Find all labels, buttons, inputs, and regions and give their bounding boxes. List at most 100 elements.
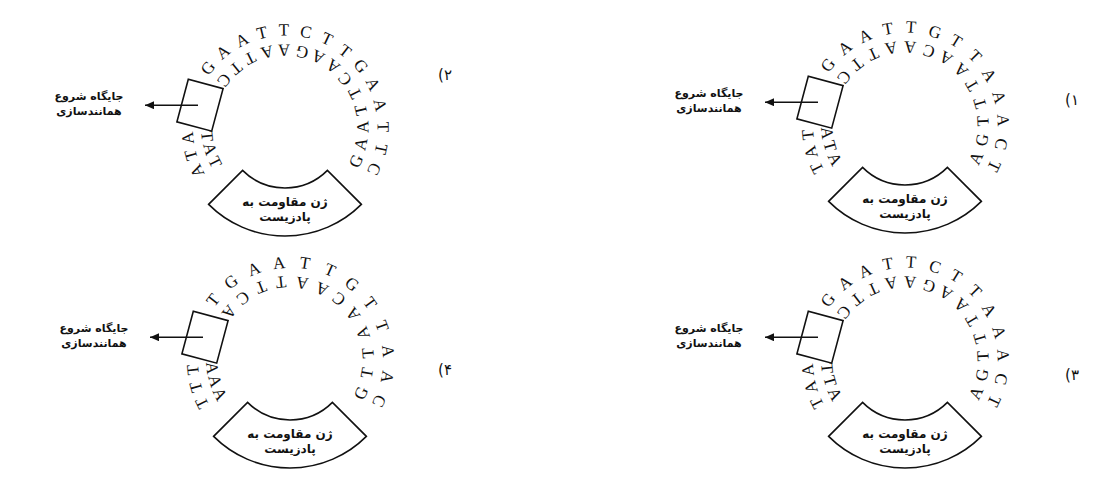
base-letter: G [350, 56, 371, 76]
gene-label: ژن مقاومت به پادزیست [238, 427, 342, 457]
base-letter: T [192, 395, 212, 412]
base-letter: T [974, 351, 991, 362]
base-letter: A [950, 60, 971, 81]
base-letter: A [362, 75, 383, 94]
base-letter: C [298, 23, 313, 42]
base-letter: T [906, 253, 917, 271]
gene-label: ژن مقاومت به پادزیست [853, 192, 957, 222]
base-letter: A [950, 295, 971, 316]
base-letter: A [203, 361, 221, 375]
base-letter: T [275, 273, 287, 291]
base-letter: C [335, 69, 355, 89]
base-letter: T [279, 21, 290, 38]
ori-arrow [765, 101, 818, 103]
base-letter: T [799, 129, 817, 141]
base-letter: G [920, 276, 937, 296]
base-letter: T [965, 282, 984, 301]
base-letter: A [801, 144, 821, 160]
ori-label: جایگاه شروع همانندسازی [44, 322, 144, 352]
base-letter: A [232, 30, 251, 51]
base-letter: A [818, 126, 836, 140]
base-letter: A [245, 259, 263, 279]
base-letter: A [989, 88, 1009, 105]
base-letter: G [221, 271, 241, 292]
ori-arrow [145, 104, 198, 106]
base-letter: A [272, 253, 286, 271]
base-letter: T [962, 311, 982, 329]
figure-number: ۲) [438, 68, 452, 83]
base-letter: T [253, 278, 269, 298]
resistance-gene-band: ژن مقاومت به پادزیست [180, 390, 400, 475]
base-letter: T [984, 158, 1004, 175]
base-letter: C [364, 161, 384, 178]
base-letter: T [322, 261, 338, 281]
base-letter: T [848, 54, 867, 74]
base-letter: T [345, 85, 365, 102]
ori-arrow [765, 336, 818, 338]
base-letter: T [818, 362, 836, 374]
base-letter: T [865, 279, 881, 299]
base-letter: C [329, 289, 349, 309]
base-letter: T [947, 31, 965, 51]
base-letter: A [884, 274, 899, 293]
base-letter: A [979, 65, 1000, 84]
base-letter: A [259, 42, 275, 61]
base-letter: T [242, 48, 259, 68]
base-letter: A [834, 272, 854, 293]
base-letter: T [807, 395, 827, 412]
base-letter: A [352, 137, 371, 153]
base-letter: T [318, 29, 335, 49]
ori-label: جایگاه شروع همانندسازی [39, 90, 139, 120]
base-letter: G [926, 22, 943, 42]
base-letter: A [994, 349, 1012, 362]
base-letter: A [965, 384, 986, 402]
base-letter: T [881, 254, 894, 273]
base-letter: A [825, 150, 846, 168]
base-letter: A [936, 48, 955, 69]
gene-label: ژن مقاومت به پادزیست [233, 195, 337, 225]
base-letter: A [825, 385, 846, 403]
base-letter: G [294, 42, 310, 61]
figure-number: ۳) [1065, 368, 1079, 383]
base-letter: G [972, 367, 991, 382]
base-letter: A [903, 38, 916, 56]
base-letter: G [817, 55, 838, 75]
base-letter: C [927, 257, 943, 277]
base-letter: A [343, 305, 364, 325]
base-letter: C [992, 137, 1011, 151]
base-letter: A [187, 162, 208, 180]
base-letter: T [374, 122, 391, 133]
base-letter: A [353, 324, 373, 341]
base-letter: A [323, 56, 343, 77]
base-letter: A [856, 260, 874, 281]
base-letter: T [848, 289, 867, 309]
base-letter: A [903, 273, 916, 291]
figure-number: ۱) [1065, 93, 1079, 108]
base-letter: A [856, 25, 874, 46]
base-letter: T [359, 347, 377, 359]
figure-number: ۴) [438, 363, 452, 378]
base-letter: T [205, 154, 225, 171]
base-letter: T [186, 380, 205, 395]
base-letter: T [184, 364, 202, 376]
base-letter: T [336, 41, 355, 61]
base-letter: G [342, 273, 362, 294]
resistance-gene-band: ژن مقاومت به پادزیست [175, 158, 395, 243]
base-letter: T [203, 290, 223, 309]
base-letter: T [865, 44, 881, 64]
base-letter: G [345, 152, 366, 170]
base-letter: A [371, 97, 390, 113]
base-letter: T [298, 254, 311, 272]
base-letter: A [294, 274, 309, 293]
base-letter: T [351, 103, 370, 117]
base-letter: A [979, 300, 1000, 319]
resistance-gene-band: ژن مقاومت به پادزیست [795, 155, 1015, 240]
base-letter: A [313, 278, 331, 299]
base-letter: T [906, 18, 917, 36]
base-letter: A [884, 39, 899, 58]
base-letter: T [360, 294, 380, 312]
base-letter: A [379, 344, 397, 358]
ori-label: جایگاه شروع همانندسازی [659, 322, 759, 352]
base-letter: G [350, 384, 371, 402]
